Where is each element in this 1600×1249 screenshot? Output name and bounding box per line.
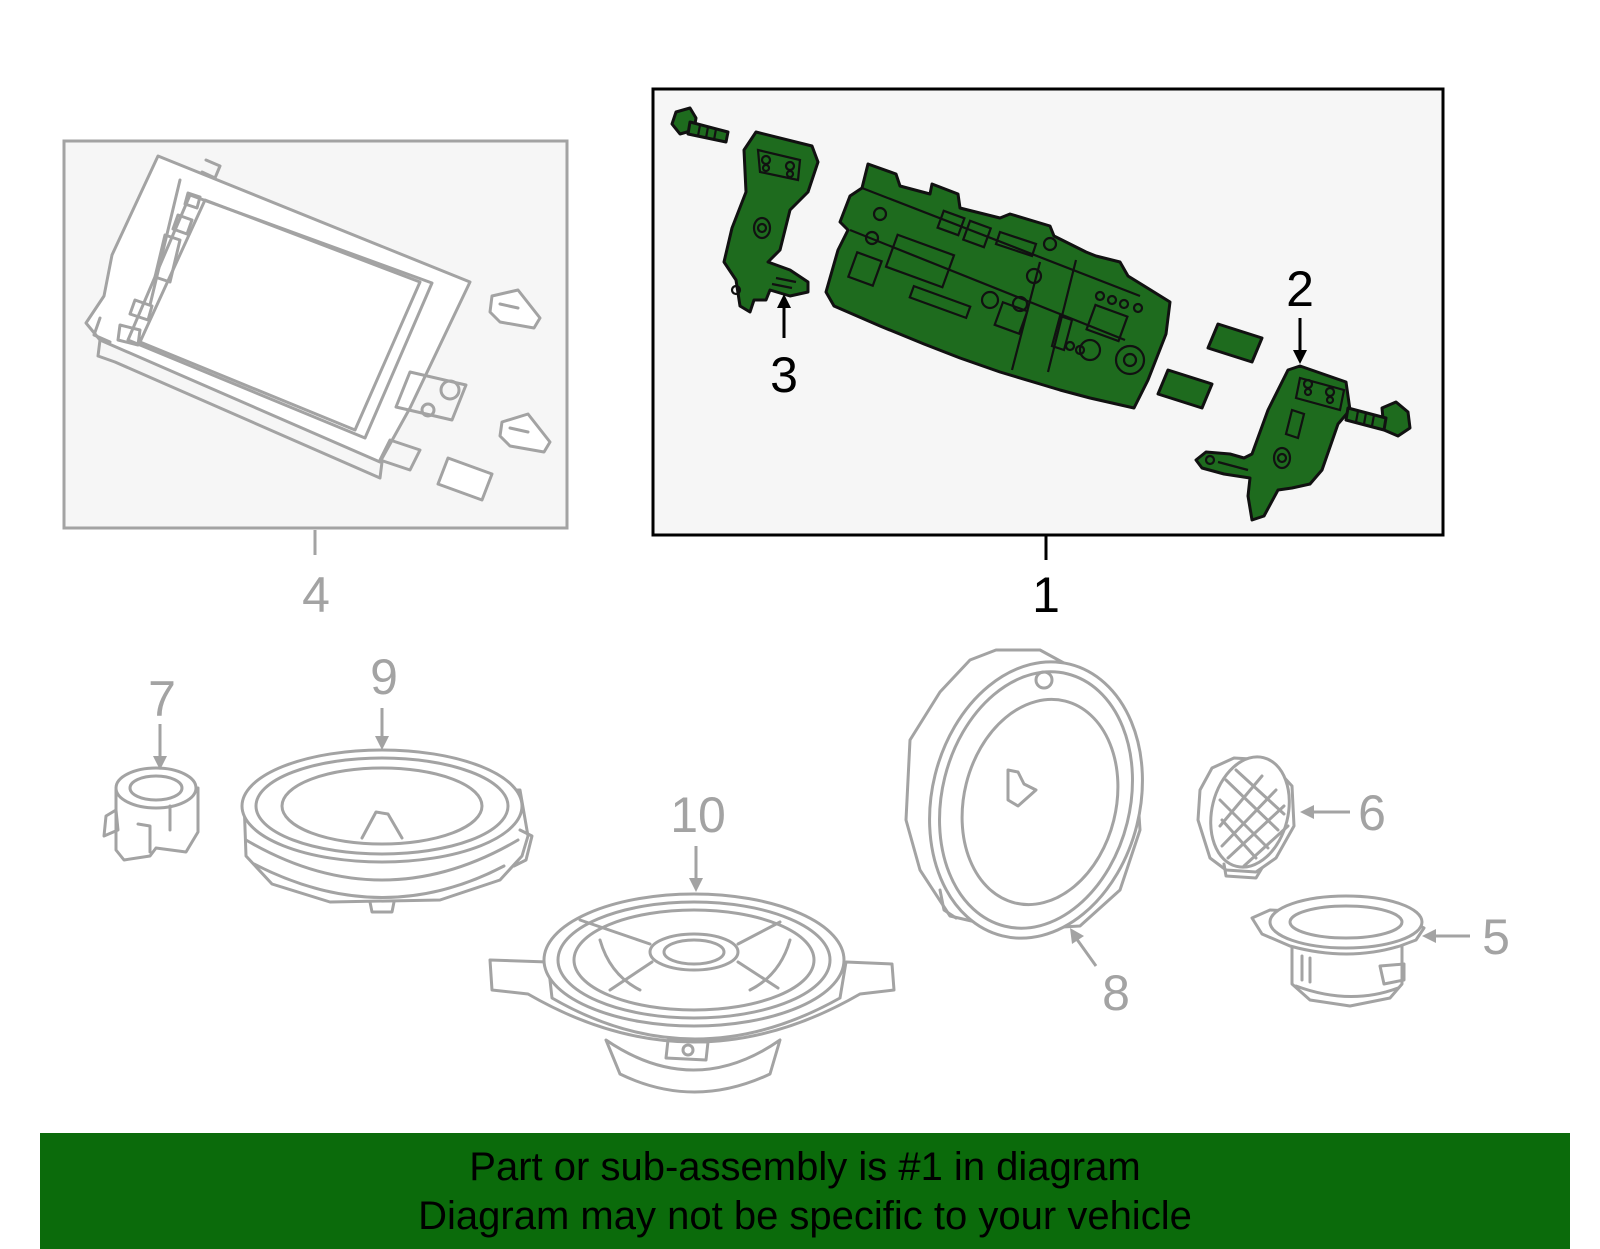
left-bolt[interactable] bbox=[670, 106, 730, 144]
callout-10: 10 bbox=[670, 787, 726, 843]
display-clip-top[interactable] bbox=[488, 288, 542, 330]
radio-assembly-group bbox=[651, 87, 1445, 560]
speaker-9[interactable] bbox=[240, 748, 534, 914]
display-unit[interactable] bbox=[84, 154, 472, 480]
callout-4: 4 bbox=[302, 567, 330, 623]
callout-8: 8 bbox=[1102, 965, 1130, 1021]
leader-lines bbox=[153, 294, 1470, 967]
left-bracket[interactable] bbox=[722, 130, 820, 314]
speaker-10[interactable] bbox=[488, 892, 896, 1094]
callout-6: 6 bbox=[1358, 785, 1386, 841]
callout-3: 3 bbox=[770, 347, 798, 403]
info-banner: Part or sub-assembly is #1 in diagram Di… bbox=[40, 1133, 1570, 1249]
radio-unit[interactable] bbox=[824, 162, 1172, 410]
callout-7: 7 bbox=[148, 671, 176, 727]
right-bolt[interactable] bbox=[1344, 400, 1412, 438]
display-clip-bottom[interactable] bbox=[498, 412, 552, 454]
tweeter-5[interactable] bbox=[1250, 894, 1426, 1008]
grommet[interactable] bbox=[102, 766, 200, 862]
callout-9: 9 bbox=[370, 649, 398, 705]
callout-1: 1 bbox=[1032, 567, 1060, 623]
banner-line-2: Diagram may not be specific to your vehi… bbox=[418, 1194, 1192, 1238]
display-assembly-group bbox=[62, 139, 569, 555]
right-bracket[interactable] bbox=[1194, 364, 1352, 522]
callout-5: 5 bbox=[1482, 909, 1510, 965]
radio-pad-top[interactable] bbox=[1206, 322, 1264, 364]
display-pad[interactable] bbox=[436, 456, 494, 502]
callout-2: 2 bbox=[1286, 261, 1314, 317]
tweeter-6[interactable] bbox=[1196, 748, 1300, 880]
speaker-8[interactable] bbox=[901, 639, 1171, 961]
banner-line-1: Part or sub-assembly is #1 in diagram bbox=[469, 1145, 1141, 1189]
radio-pad-bottom[interactable] bbox=[1156, 368, 1214, 410]
